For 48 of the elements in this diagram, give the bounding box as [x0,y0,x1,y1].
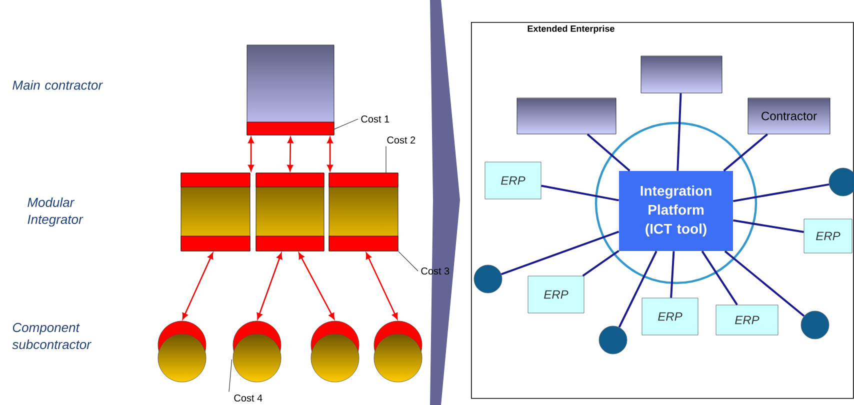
erp-box: ERP [804,218,852,254]
arrow [248,136,254,172]
tier-label: Main contractor [12,80,103,90]
arrow [366,252,398,320]
contractor-box: Contractor [748,98,830,134]
connector-line [582,250,620,277]
arrow [298,252,335,320]
connector-line [733,183,830,202]
component-cylinder [374,320,422,382]
node-dot [474,264,502,294]
connector-line [701,250,738,306]
node-dot [828,168,854,196]
erp-box: ERP [484,162,542,200]
arrow [182,252,214,320]
leader-line [398,250,418,272]
module-block [180,172,250,252]
connector-line [724,250,805,317]
component-cylinder [158,320,206,382]
module-block [328,172,398,252]
leader-line [334,118,358,130]
cost-label: Cost 2 [387,136,416,144]
node-dot [598,326,628,354]
component-cylinder [310,320,360,382]
erp-box: ERP [716,304,778,336]
company-box [516,98,616,134]
node-dot [800,310,830,340]
erp-box: ERP [528,276,584,314]
leader-line [228,359,232,392]
contractor-block [246,44,334,136]
connector-line [723,133,768,172]
arrow [287,136,294,172]
erp-box: ERP [642,298,698,336]
connector-line [676,93,682,171]
arrow [327,136,333,172]
tier-label: Modular Integrator [28,197,84,227]
tier-label: Component subcontractor [12,322,92,350]
arrow [256,252,282,320]
company-box [640,56,722,94]
cost-label: Cost 4 [234,394,262,402]
module-block [256,172,324,252]
connector-line [733,219,804,234]
cost-label: Cost 1 [361,115,390,123]
platform-box: Integration Platform (ICT tool) [619,171,733,251]
connector-line [501,230,620,276]
component-cylinder [232,320,282,382]
connector-line [541,184,619,202]
connector-line [618,250,658,328]
connector-line [586,133,630,172]
